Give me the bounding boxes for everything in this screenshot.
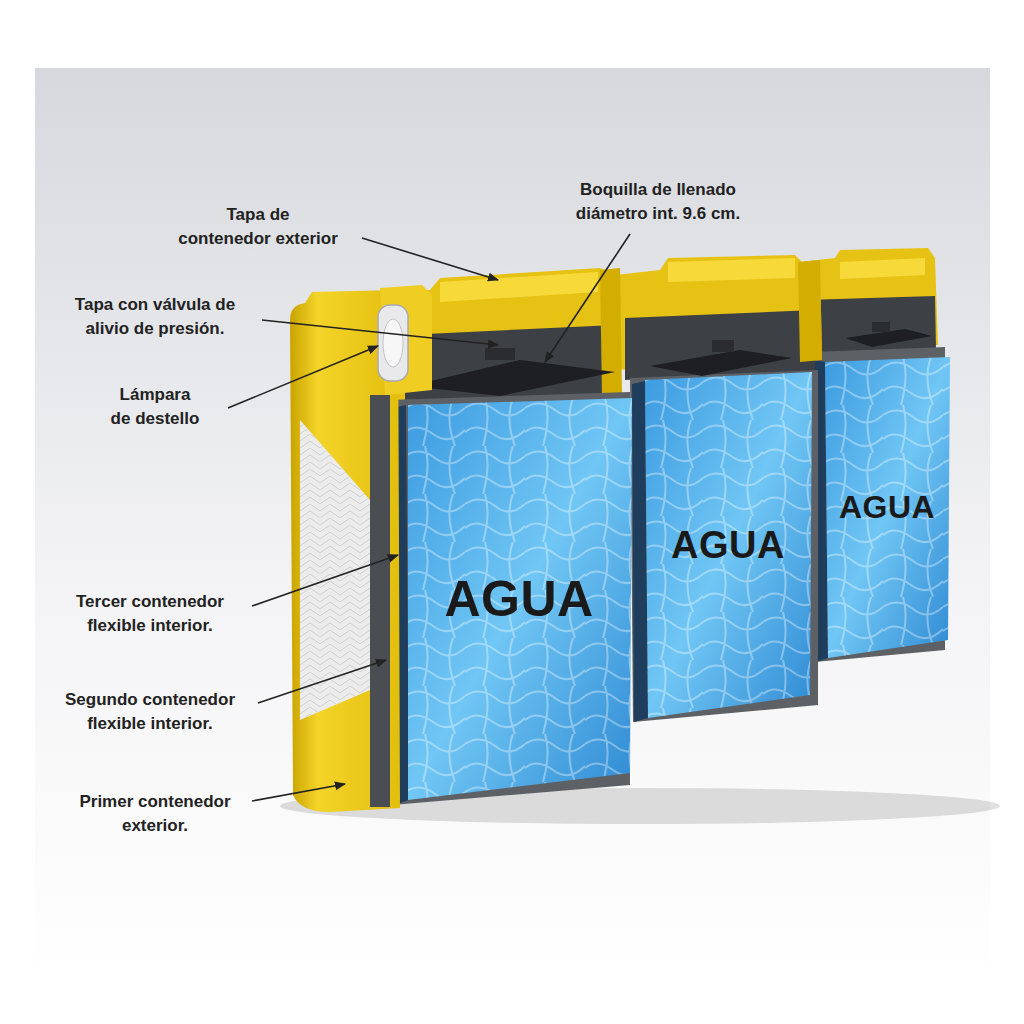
node-text-area: AGUA: [643, 372, 813, 718]
water-label: AGUA: [671, 524, 785, 567]
callout-label: Tercer contenedor flexible interior.: [58, 590, 243, 638]
leader-line: [228, 346, 378, 408]
callout-label: Boquilla de llenado diámetro int. 9.6 cm…: [558, 178, 758, 226]
water-label: AGUA: [444, 570, 593, 628]
leader-line: [252, 555, 398, 606]
callout-label: Primer contenedor exterior.: [68, 790, 243, 838]
leader-line: [362, 238, 498, 280]
callout-label: Segundo contenedor flexible interior.: [50, 688, 250, 736]
leader-line: [262, 320, 498, 345]
node-text-area: AGUA: [405, 398, 633, 800]
water-fill: [645, 372, 812, 718]
leader-line: [258, 660, 386, 703]
water-ripples: [408, 398, 632, 800]
callout-label: Tapa con válvula de alivio de presión.: [58, 293, 253, 341]
water-fill: [408, 398, 632, 800]
water-label: AGUA: [839, 489, 935, 526]
water-ripples: [645, 372, 812, 718]
water-fill: [825, 357, 950, 658]
water-block: AGUA: [643, 372, 813, 718]
water-ripples: [825, 357, 950, 658]
leader-line: [252, 784, 345, 801]
node-text-area: AGUA: [823, 357, 951, 658]
callout-label: Lámpara de destello: [90, 383, 220, 431]
water-block: AGUA: [823, 357, 951, 658]
leader-line: [545, 234, 630, 362]
callout-label: Tapa de contenedor exterior: [163, 203, 353, 251]
water-block: AGUA: [405, 398, 633, 800]
